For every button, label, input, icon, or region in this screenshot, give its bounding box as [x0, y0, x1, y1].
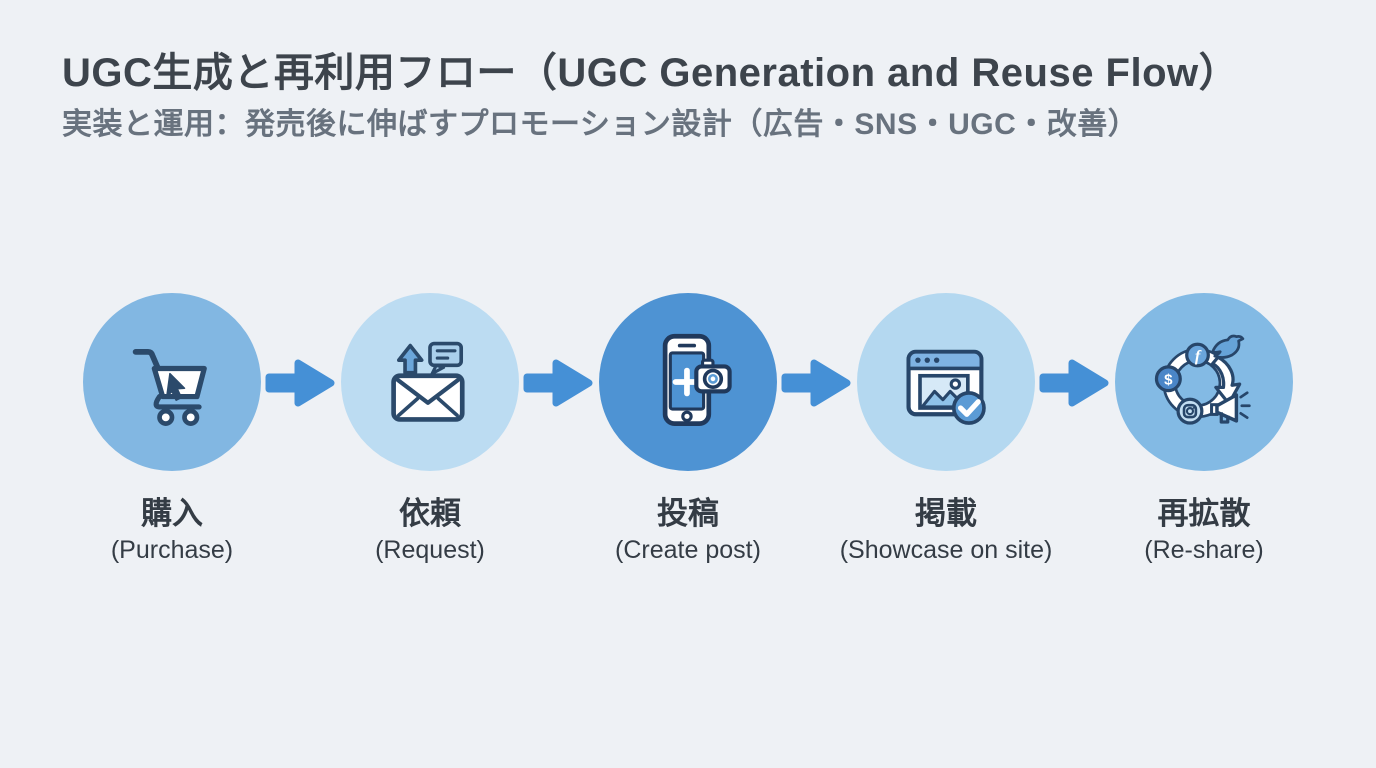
- cycle-down-arrow: [1211, 355, 1242, 406]
- phone-post-icon: [662, 333, 732, 426]
- flow-connector: [519, 354, 599, 412]
- arrow-right-icon: [1039, 359, 1109, 407]
- shopping-cart-icon: [132, 348, 207, 426]
- dollar-badge: [1154, 365, 1182, 393]
- purchase-label-en: (Purchase): [110, 536, 234, 564]
- mail-request-icon: [391, 341, 465, 422]
- request-label-jp: 依頼: [399, 496, 461, 531]
- flow-step-request: 依頼 (Request): [341, 293, 519, 565]
- reshare-circle: f $: [1115, 293, 1293, 471]
- flow-step-create-post: 投稿 (Create post): [599, 293, 777, 565]
- create-post-label-jp: 投稿: [657, 496, 719, 531]
- arrow-right-icon: [523, 359, 593, 407]
- purchase-label-jp: 購入: [141, 496, 203, 531]
- facebook-badge: [1185, 342, 1210, 368]
- request-circle: [341, 293, 519, 471]
- flow-diagram: 購入 (Purchase) 依頼 (Reque: [0, 293, 1376, 565]
- flow-step-reshare: f $ 再拡散 (Re-share): [1115, 293, 1293, 565]
- showcase-circle: [857, 293, 1035, 471]
- social-reshare-icon: f $: [1154, 334, 1251, 425]
- page-title: UGC生成と再利用フロー（UGC Generation and Reuse Fl…: [62, 51, 1240, 95]
- arrow-right-icon: [781, 359, 851, 407]
- flow-step-showcase: 掲載 (Showcase on site): [840, 293, 1052, 565]
- create-post-circle: [599, 293, 777, 471]
- flow-step-purchase: 購入 (Purchase): [83, 293, 261, 565]
- arrow-right-icon: [265, 359, 335, 407]
- svg-text:$: $: [1164, 372, 1173, 389]
- flow-connector: [1035, 354, 1115, 412]
- showcase-label-en: (Showcase on site): [839, 536, 1053, 564]
- reshare-label-jp: 再拡散: [1157, 496, 1251, 531]
- page-subtitle: 実装と運用：発売後に伸ばすプロモーション設計（広告・SNS・UGC・改善）: [62, 108, 1139, 141]
- twitter-bird: [1211, 334, 1245, 359]
- request-label-en: (Request): [375, 536, 485, 564]
- showcase-label-jp: 掲載: [915, 496, 977, 531]
- sound-lines: [1239, 391, 1251, 419]
- website-showcase-icon: [906, 349, 986, 425]
- megaphone-handle: [1219, 412, 1230, 424]
- instagram-badge: [1176, 397, 1204, 425]
- create-post-label-en: (Create post): [615, 536, 761, 564]
- flow-connector: [261, 354, 341, 412]
- flow-connector: [777, 354, 857, 412]
- purchase-circle: [83, 293, 261, 471]
- svg-text:f: f: [1195, 347, 1202, 365]
- reshare-label-en: (Re-share): [1144, 536, 1264, 564]
